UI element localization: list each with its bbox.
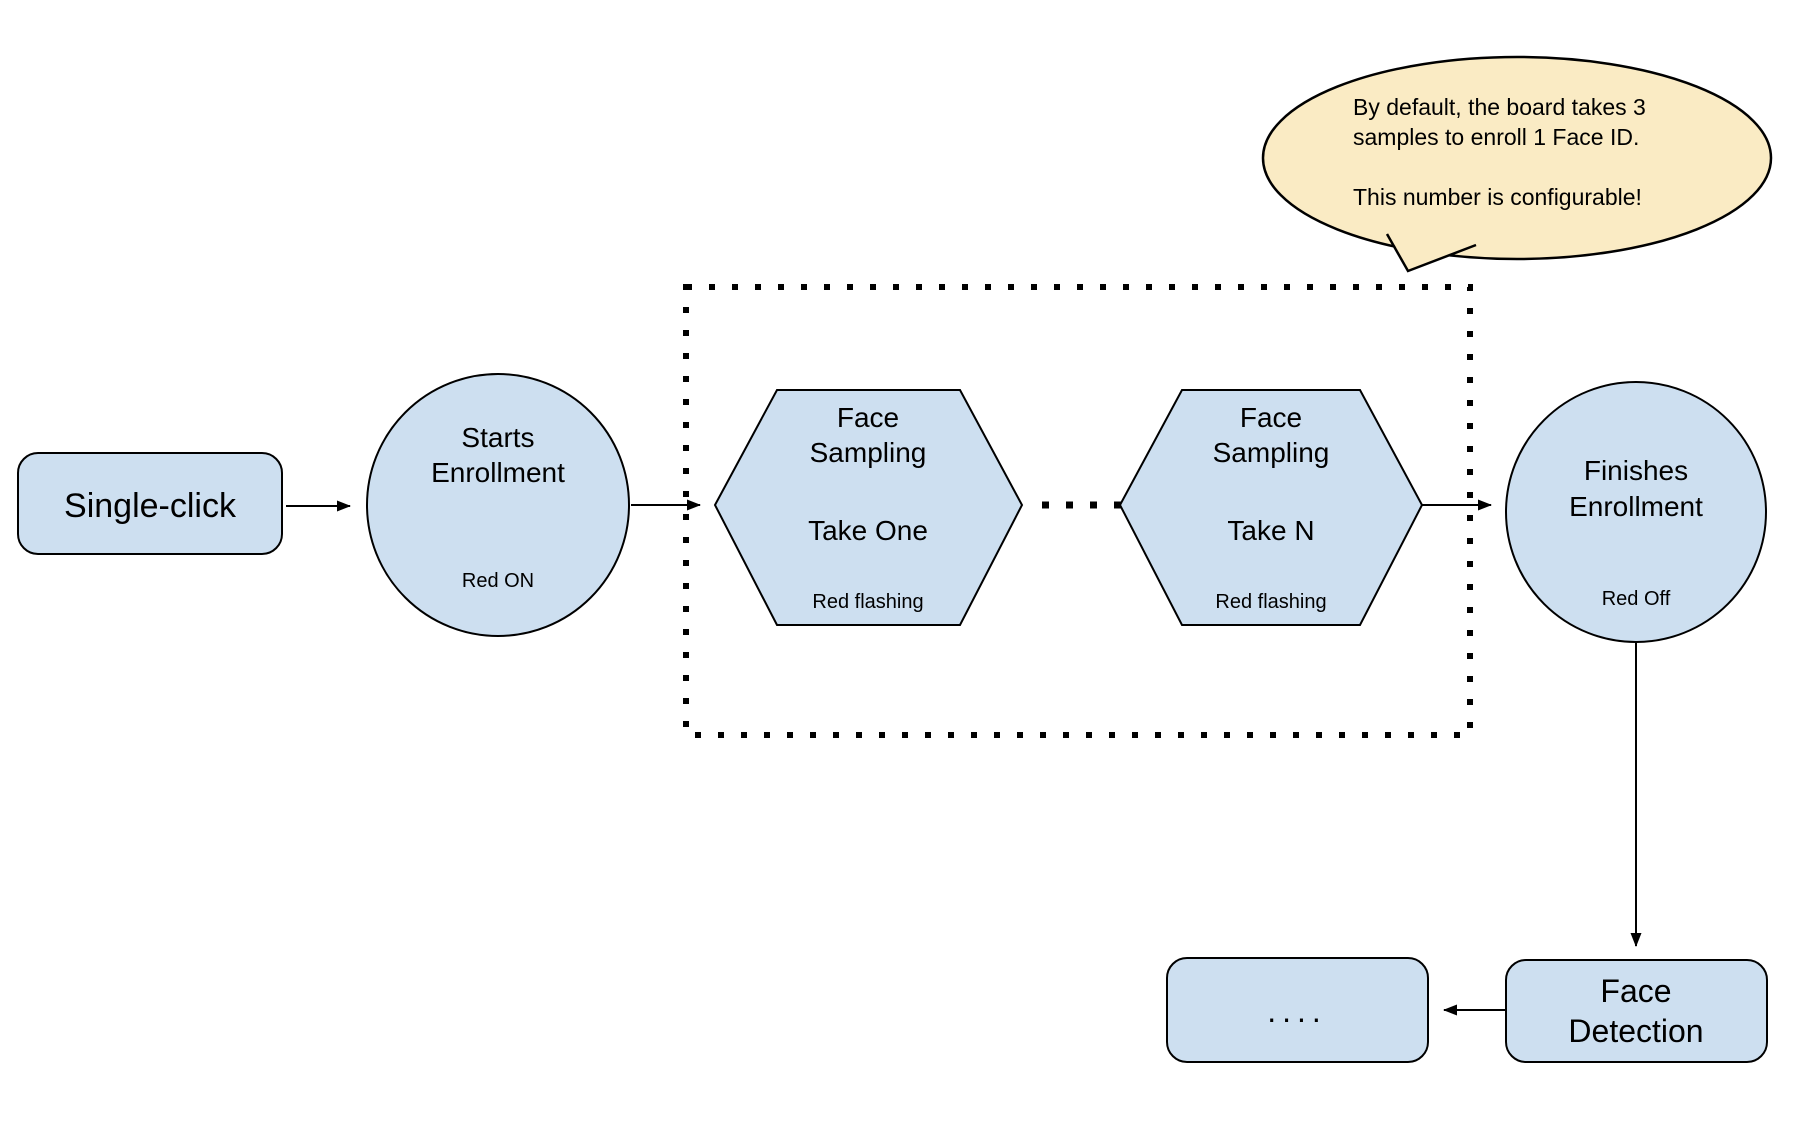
face-detection-title-line2: Detection [1568, 1013, 1703, 1049]
face-detection-title-line1: Face [1600, 973, 1671, 1009]
node-face-detection: Face Detection [1505, 959, 1768, 1063]
face-sampling-one-subtitle: Take One [808, 515, 928, 546]
single-click-label: Single-click [64, 487, 237, 525]
callout-ellipse [1261, 55, 1773, 261]
face-sampling-one-hexagon [713, 389, 1024, 626]
continuation-box [1166, 957, 1429, 1063]
face-sampling-one-status: Red flashing [812, 591, 923, 613]
finishes-enrollment-title-line1: Finishes [1584, 455, 1688, 486]
sampling-group-dotted-frame [683, 284, 1473, 738]
callout-bubble: By default, the board takes 3 samples to… [1261, 55, 1773, 273]
finishes-enrollment-status: Red Off [1602, 588, 1671, 610]
single-click-box [17, 452, 283, 555]
finishes-enrollment-title-line2: Enrollment [1569, 491, 1703, 522]
node-single-click: Single-click [17, 452, 283, 555]
callout-line-2: samples to enroll 1 Face ID. [1353, 124, 1639, 150]
starts-enrollment-title-line1: Starts [461, 422, 534, 453]
face-sampling-n-title-line2: Sampling [1213, 437, 1330, 468]
node-continuation: .... [1166, 957, 1429, 1063]
face-sampling-n-title-line1: Face [1240, 402, 1302, 433]
callout-tail [1387, 230, 1478, 271]
node-finishes-enrollment: Finishes Enrollment Red Off [1505, 381, 1767, 643]
face-sampling-n-status: Red flashing [1215, 591, 1326, 613]
starts-enrollment-circle [366, 373, 630, 637]
face-sampling-one-title-line2: Sampling [810, 437, 927, 468]
node-face-sampling-take-one: Face Sampling Take One Red flashing [713, 389, 1024, 626]
starts-enrollment-title-line2: Enrollment [431, 457, 565, 488]
face-sampling-one-title-line1: Face [837, 402, 899, 433]
continuation-label: .... [1267, 993, 1327, 1029]
callout-line-1: By default, the board takes 3 [1353, 94, 1646, 120]
node-starts-enrollment: Starts Enrollment Red ON [366, 373, 630, 637]
face-sampling-n-subtitle: Take N [1227, 515, 1314, 546]
callout-line-3: This number is configurable! [1353, 184, 1642, 210]
starts-enrollment-status: Red ON [462, 570, 534, 592]
callout-tail-outline [1385, 233, 1477, 273]
node-face-sampling-take-n: Face Sampling Take N Red flashing [1118, 389, 1424, 626]
